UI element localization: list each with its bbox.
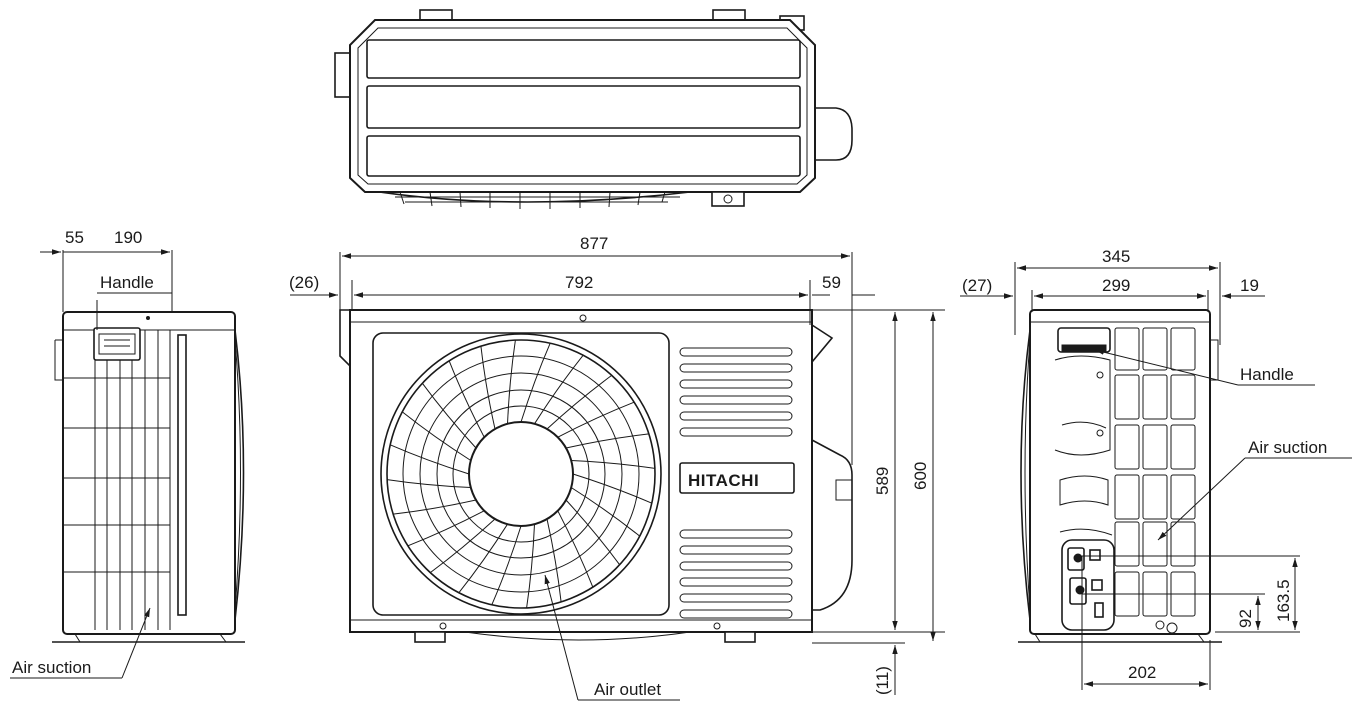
fan-guard-spoke bbox=[546, 374, 612, 430]
right-handle-label: Handle bbox=[1240, 365, 1294, 384]
louver-slot bbox=[679, 347, 793, 357]
brand-logo: HITACHI bbox=[688, 471, 759, 490]
front-dim-792: 792 bbox=[565, 273, 593, 292]
front-dim-600: 600 bbox=[911, 462, 930, 490]
fan-guard-spoke bbox=[390, 444, 470, 475]
fan-guard-spoke bbox=[430, 518, 496, 574]
left-handle-label: Handle bbox=[100, 273, 154, 292]
right-grille bbox=[1114, 327, 1196, 617]
right-dim-345: 345 bbox=[1102, 247, 1130, 266]
grille-cell bbox=[1114, 521, 1140, 567]
right-air-suction-label: Air suction bbox=[1248, 438, 1327, 457]
right-dim-163-5: 163.5 bbox=[1274, 579, 1293, 622]
louver-slot bbox=[679, 529, 793, 539]
louver-slot bbox=[679, 379, 793, 389]
front-dimensions bbox=[290, 252, 945, 701]
fan-guard-spoke bbox=[572, 473, 652, 504]
grille-cell bbox=[1170, 327, 1196, 371]
louver-slot bbox=[679, 427, 793, 437]
grille-cell bbox=[1142, 521, 1168, 567]
fan-guard-spoke bbox=[401, 411, 472, 461]
grille-cell bbox=[1114, 474, 1140, 520]
fan-guard-spoke bbox=[421, 383, 477, 449]
grille-cell bbox=[1170, 374, 1196, 420]
right-side-view bbox=[1018, 309, 1222, 643]
front-dim-59: 59 bbox=[822, 273, 841, 292]
fan-guard-spoke bbox=[507, 340, 516, 424]
grille-cell bbox=[1170, 424, 1196, 470]
fan-guard-spoke bbox=[546, 518, 562, 602]
louver-slot bbox=[679, 363, 793, 373]
top-view bbox=[334, 9, 853, 209]
fan-guard-spokes bbox=[387, 340, 655, 608]
lower-louvers bbox=[679, 529, 793, 619]
fan-guard-spoke bbox=[570, 487, 641, 537]
grille-cell bbox=[1142, 424, 1168, 470]
fan-guard-spoke bbox=[534, 354, 584, 425]
right-dim-92: 92 bbox=[1236, 609, 1255, 628]
fan-guard-spoke bbox=[565, 499, 621, 565]
right-dim-27: (27) bbox=[962, 276, 992, 295]
fan-guard-spoke bbox=[393, 499, 477, 515]
front-dim-589: 589 bbox=[873, 467, 892, 495]
fan-guard-spoke bbox=[526, 524, 535, 608]
fan-guard-spoke bbox=[480, 346, 496, 430]
louver-slot bbox=[679, 561, 793, 571]
grille-cell bbox=[1114, 327, 1140, 371]
upper-louvers bbox=[679, 347, 793, 437]
left-side-view bbox=[40, 249, 245, 643]
fan-guard-spoke bbox=[565, 433, 649, 449]
grille-cell bbox=[1142, 327, 1168, 371]
front-dim-11: (11) bbox=[873, 666, 892, 695]
left-air-suction-leader bbox=[10, 607, 151, 679]
front-dim-877: 877 bbox=[580, 234, 608, 253]
right-dim-19: 19 bbox=[1240, 276, 1259, 295]
grille-cell bbox=[1170, 521, 1196, 567]
fan-guard-spoke bbox=[458, 523, 508, 594]
right-dim-299: 299 bbox=[1102, 276, 1130, 295]
fan-guard-spoke bbox=[491, 525, 522, 605]
fan-guard-spoke bbox=[387, 479, 471, 488]
front-dim-26: (26) bbox=[289, 273, 319, 292]
louver-slot bbox=[679, 411, 793, 421]
right-dim-202: 202 bbox=[1128, 663, 1156, 682]
louver-slot bbox=[679, 577, 793, 587]
right-dimensions bbox=[960, 262, 1352, 690]
fan-guard-spoke bbox=[448, 360, 485, 438]
louver-slot bbox=[679, 609, 793, 619]
louver-slot bbox=[679, 395, 793, 405]
grille-cell bbox=[1142, 374, 1168, 420]
fan-guard-spoke bbox=[520, 343, 551, 423]
fan-guard-spoke bbox=[557, 510, 594, 588]
grille-cell bbox=[1114, 374, 1140, 420]
grille-cell bbox=[1170, 474, 1196, 520]
louver-slot bbox=[679, 593, 793, 603]
fan-guard-spoke bbox=[571, 460, 655, 469]
fan-guard-spoke bbox=[557, 401, 635, 438]
fan-guard-spoke bbox=[407, 510, 485, 547]
left-dim-55: 55 bbox=[65, 228, 84, 247]
front-view bbox=[339, 309, 853, 643]
left-air-suction-label: Air suction bbox=[12, 658, 91, 677]
louver-slot bbox=[679, 545, 793, 555]
air-outlet-label: Air outlet bbox=[594, 680, 661, 699]
grille-cell bbox=[1114, 424, 1140, 470]
left-dim-190: 190 bbox=[114, 228, 142, 247]
grille-cell bbox=[1142, 474, 1168, 520]
